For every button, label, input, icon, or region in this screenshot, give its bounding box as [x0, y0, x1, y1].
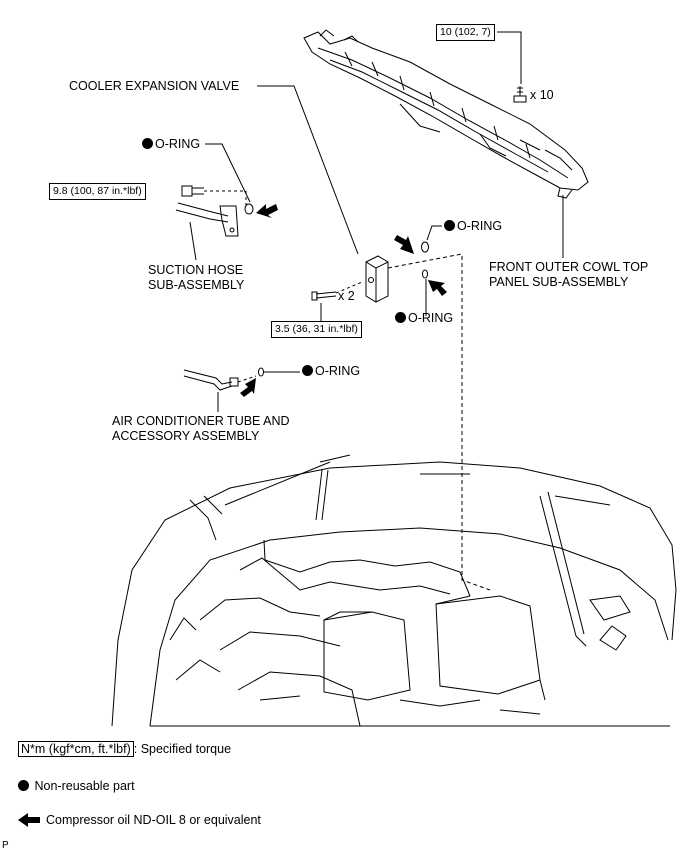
oil-arrow [394, 235, 414, 254]
label-qty-cowl-bolts: x 10 [530, 88, 554, 102]
valve-bolt [311, 281, 363, 301]
legend-non-reusable: Non-reusable part [18, 778, 135, 794]
cowl-panel [303, 29, 589, 199]
label-oring-valve-top: O-RING [444, 219, 502, 234]
figure-code: P [2, 840, 9, 851]
label-oring-tube: O-RING [302, 364, 360, 379]
torque-cowl: 10 (102, 7) [436, 24, 495, 41]
oil-arrow [256, 204, 278, 218]
non-reusable-dot-icon [395, 312, 406, 323]
non-reusable-dot-icon [444, 220, 455, 231]
label-oring-valve-bottom: O-RING [395, 311, 453, 326]
label-cooler-expansion-valve: COOLER EXPANSION VALVE [69, 79, 240, 93]
label-qty-valve-bolts: x 2 [338, 289, 355, 303]
suction-bolt [181, 185, 204, 197]
non-reusable-dot-icon [302, 365, 313, 376]
suction-hose [175, 202, 239, 237]
label-oring-suction: O-RING [142, 137, 200, 152]
oil-arrow [240, 378, 256, 397]
oil-arrow [428, 280, 447, 296]
non-reusable-dot-icon [18, 780, 29, 791]
ac-tube [183, 369, 239, 391]
legend-compressor-oil: Compressor oil ND-OIL 8 or equivalent [46, 813, 261, 827]
expansion-valve [365, 255, 389, 303]
torque-suction: 9.8 (100, 87 in.*lbf) [49, 183, 146, 200]
engine-bay [111, 454, 677, 727]
legend-torque-box: N*m (kgf*cm, ft.*lbf) [18, 741, 134, 757]
cowl-bolt [513, 86, 527, 103]
legend-arrow-icon [18, 813, 40, 827]
legend-torque: N*m (kgf*cm, ft.*lbf): Specified torque [18, 741, 231, 757]
non-reusable-dot-icon [142, 138, 153, 149]
torque-valve: 3.5 (36, 31 in.*lbf) [271, 321, 362, 338]
